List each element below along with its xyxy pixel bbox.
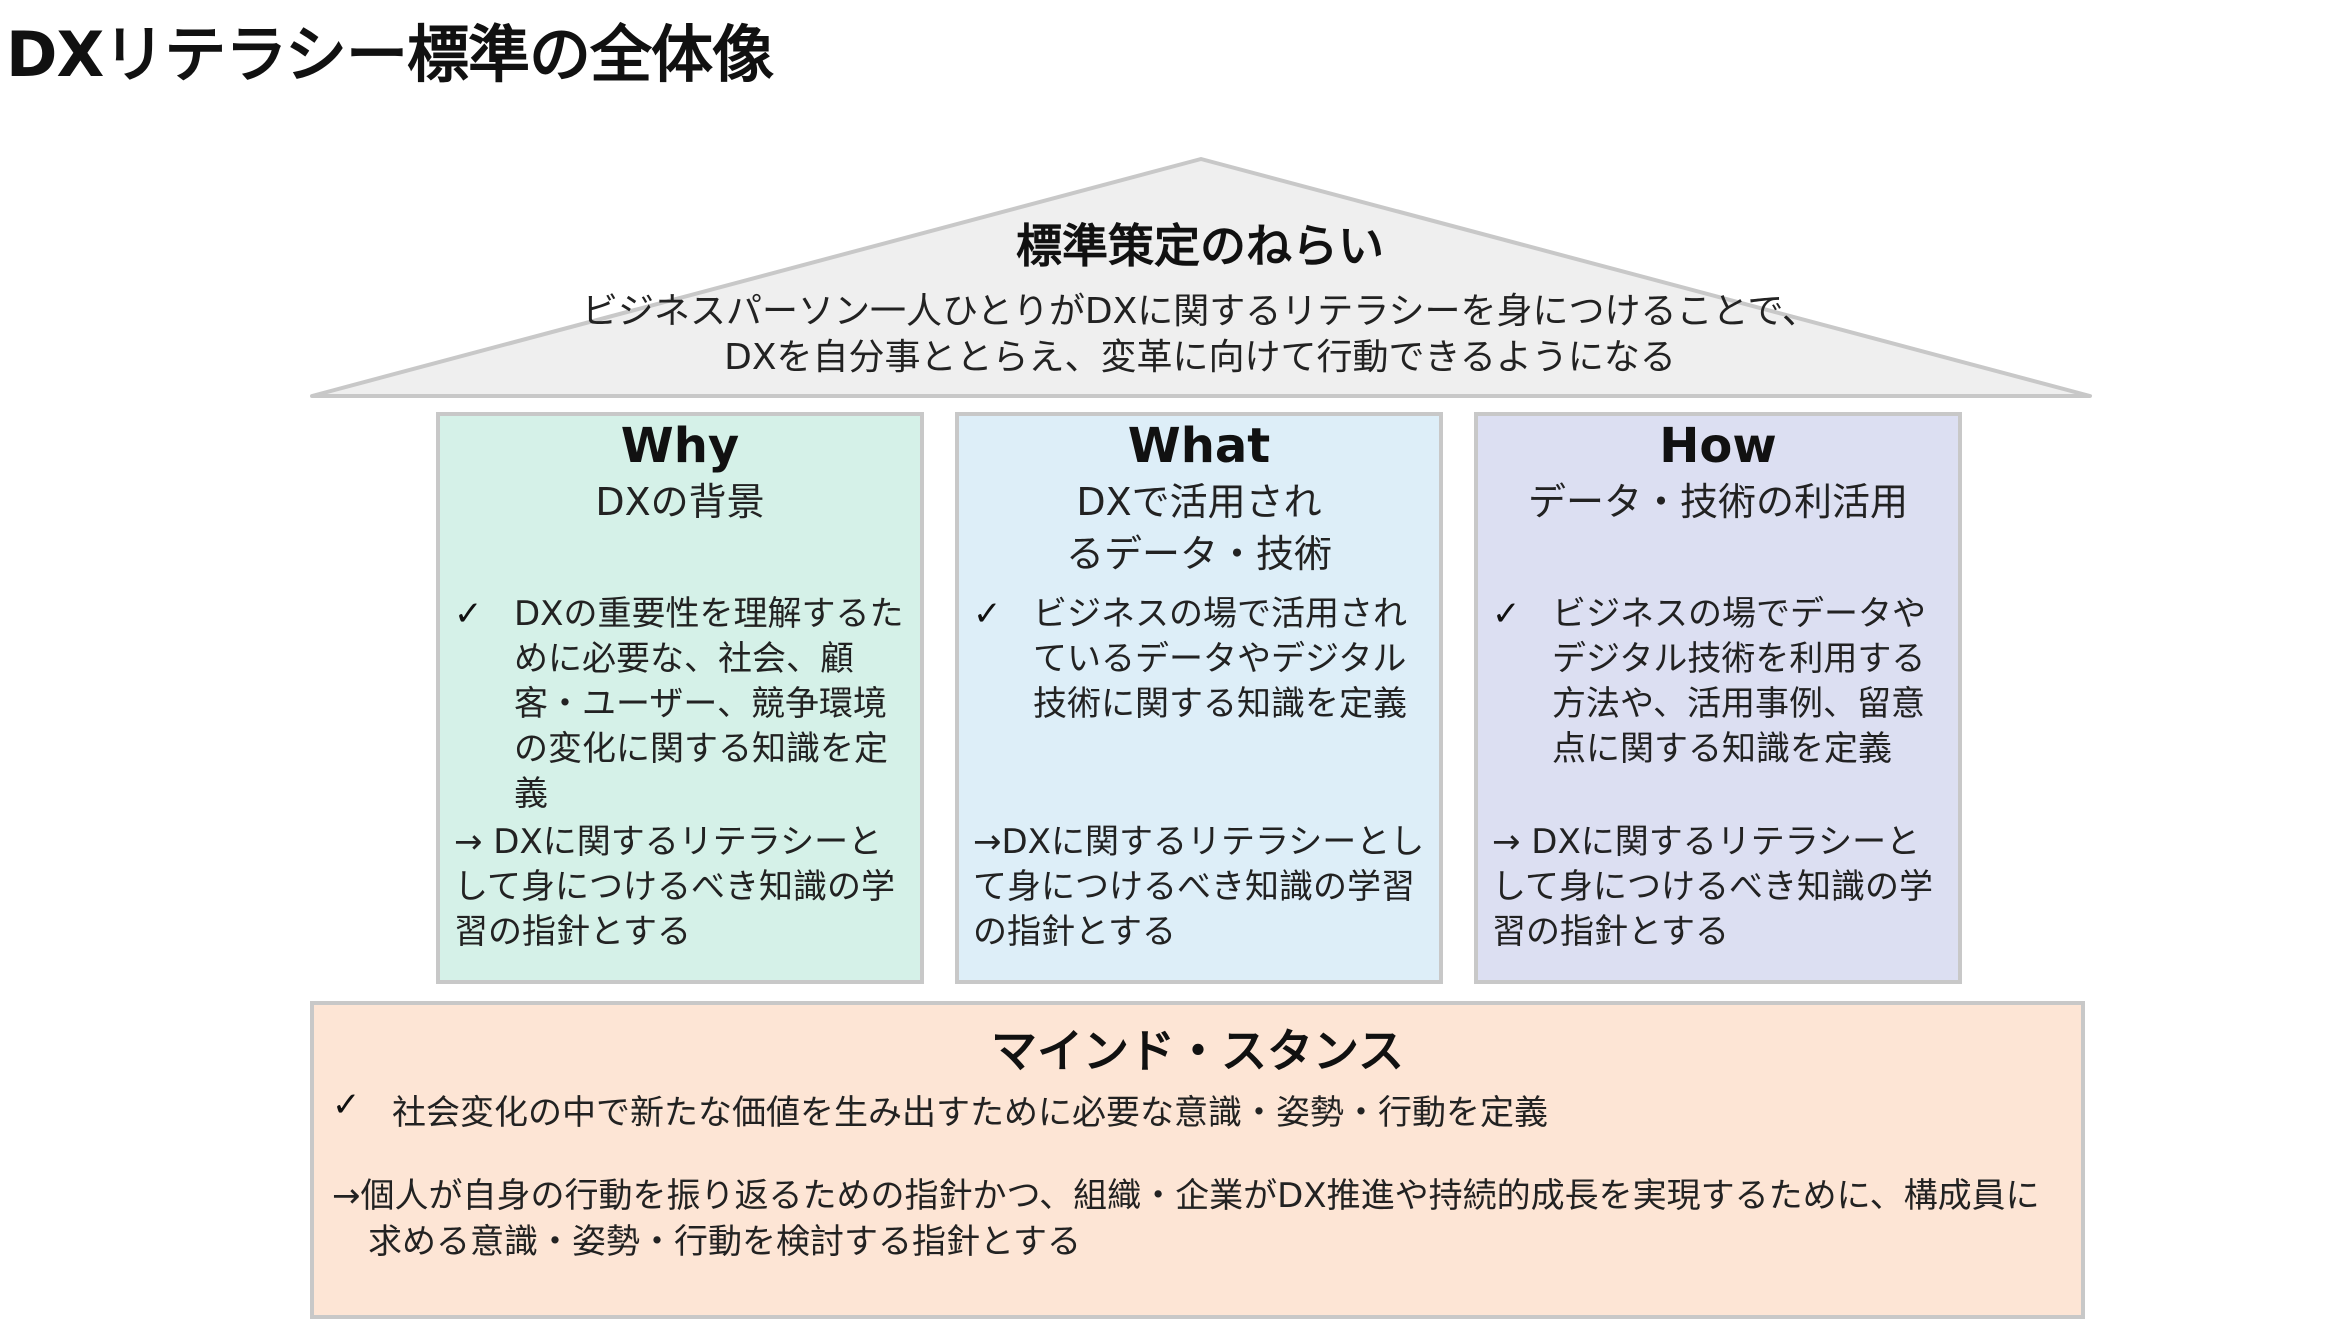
pillar-heading: How [1659, 418, 1777, 474]
check-icon: ✓ [454, 594, 483, 634]
mind-stance-title: マインド・スタンス [990, 1024, 1405, 1078]
pillar-why: Why DXの背景 ✓ DXの重要性を理解するために必要な、社会、顧客・ユーザー… [436, 412, 924, 984]
pillar-how: How データ・技術の利活用 ✓ ビジネスの場でデータやデジタル技術を利用する方… [1474, 412, 1962, 984]
roof-text-line-2: DXを自分事ととらえ、変革に向けて行動できるようになる [724, 337, 1676, 378]
roof-title: 標準策定のねらい [1016, 219, 1384, 273]
roof-shape [310, 157, 2092, 398]
roof-text-line-1: ビジネスパーソン一人ひとりがDXに関するリテラシーを身につけることで、 [581, 291, 1819, 332]
mind-stance-box: マインド・スタンス ✓ 社会変化の中で新たな価値を生み出すために必要な意識・姿勢… [310, 1001, 2085, 1319]
pillar-bullet: ビジネスの場でデータやデジタル技術を利用する方法や、活用事例、留意点に関する知識… [1552, 594, 1926, 769]
pillar-subtitle: DXで活用されるデータ・技術 [1065, 480, 1332, 576]
pillar-bullet: DXの重要性を理解するために必要な、社会、顧客・ユーザー、競争環境の変化に関する… [514, 594, 904, 814]
check-icon: ✓ [332, 1085, 361, 1125]
pillar-subtitle: データ・技術の利活用 [1527, 480, 1908, 524]
pillar-heading: What [1127, 418, 1271, 474]
mind-stance-bullet: 社会変化の中で新たな価値を生み出すために必要な意識・姿勢・行動を定義 [392, 1093, 1548, 1133]
pillar-arrow-text: → DXに関するリテラシーとして身につけるべき知識の学習の指針とする [1492, 822, 1933, 952]
pillar-arrow-text: →DXに関するリテラシーとして身につけるべき知識の学習の指針とする [973, 822, 1425, 952]
page-title: DXリテラシー標準の全体像 [6, 18, 774, 91]
mind-stance-arrow-text: →個人が自身の行動を振り返るための指針かつ、組織・企業がDX推進や持続的成長を実… [332, 1176, 2040, 1262]
pillar-arrow-text: → DXに関するリテラシーとして身につけるべき知識の学習の指針とする [454, 822, 895, 952]
check-icon: ✓ [973, 594, 1002, 634]
pillar-subtitle: DXの背景 [595, 480, 765, 524]
roof-triangle [310, 157, 2092, 398]
check-icon: ✓ [1492, 594, 1521, 634]
pillar-bullet: ビジネスの場で活用されているデータやデジタル技術に関する知識を定義 [1033, 594, 1407, 724]
pillar-heading: Why [620, 418, 740, 474]
pillar-what: What DXで活用されるデータ・技術 ✓ ビジネスの場で活用されているデータや… [955, 412, 1443, 984]
